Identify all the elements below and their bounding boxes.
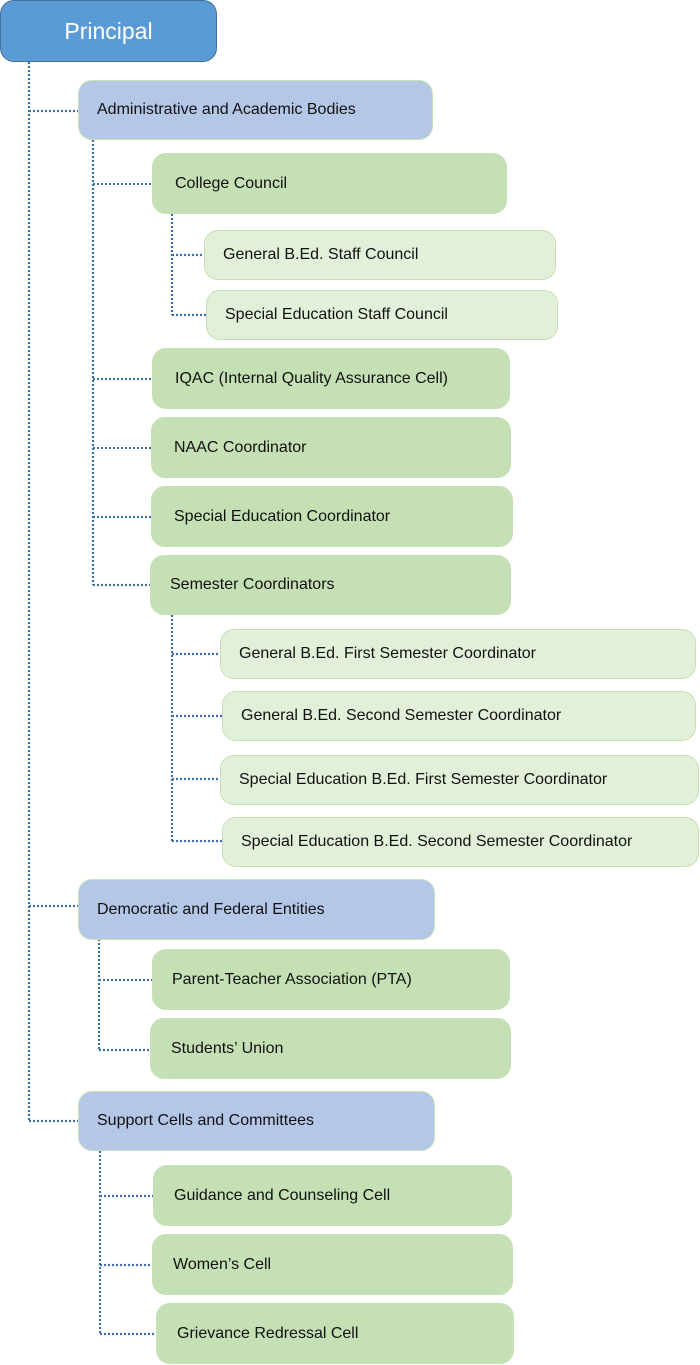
node-principal[interactable]: Principal <box>0 0 217 62</box>
node-label: Guidance and Counseling Cell <box>174 1186 391 1204</box>
node-special-education-staff-council[interactable]: Special Education Staff Council <box>206 290 558 340</box>
node-label: General B.Ed. First Semester Coordinator <box>239 645 537 662</box>
node-students-union[interactable]: Students’ Union <box>150 1018 511 1079</box>
node-label: Parent-Teacher Association (PTA) <box>172 970 412 988</box>
node-label: Support Cells and Committees <box>97 1112 314 1129</box>
node-special-ed-first-semester[interactable]: Special Education B.Ed. First Semester C… <box>220 755 699 805</box>
node-label: Democratic and Federal Entities <box>97 900 325 918</box>
node-naac-coordinator[interactable]: NAAC Coordinator <box>151 417 511 478</box>
node-grievance-redressal-cell[interactable]: Grievance Redressal Cell <box>156 1303 514 1364</box>
node-semester-coordinators[interactable]: Semester Coordinators <box>150 555 511 615</box>
node-label: Administrative and Academic Bodies <box>97 101 356 118</box>
node-college-council[interactable]: College Council <box>152 153 507 214</box>
node-label: College Council <box>175 174 288 192</box>
node-label: IQAC (Internal Quality Assurance Cell) <box>175 369 448 387</box>
node-womens-cell[interactable]: Women’s Cell <box>152 1234 513 1295</box>
node-general-bed-staff-council[interactable]: General B.Ed. Staff Council <box>204 230 556 280</box>
node-democratic-federal-entities[interactable]: Democratic and Federal Entities <box>78 879 435 940</box>
node-special-education-coordinator[interactable]: Special Education Coordinator <box>151 486 513 547</box>
node-general-bed-second-semester[interactable]: General B.Ed. Second Semester Coordinato… <box>222 691 696 741</box>
node-administrative-academic-bodies[interactable]: Administrative and Academic Bodies <box>78 80 433 140</box>
node-guidance-counseling-cell[interactable]: Guidance and Counseling Cell <box>153 1165 512 1226</box>
node-label: Special Education B.Ed. Second Semester … <box>241 833 633 850</box>
node-label: Special Education B.Ed. First Semester C… <box>239 771 608 788</box>
node-iqac[interactable]: IQAC (Internal Quality Assurance Cell) <box>152 348 510 409</box>
node-label: Special Education Coordinator <box>174 507 391 525</box>
node-label: General B.Ed. Staff Council <box>223 246 419 263</box>
node-label: NAAC Coordinator <box>174 438 307 456</box>
node-label: Women’s Cell <box>173 1255 272 1273</box>
node-general-bed-first-semester[interactable]: General B.Ed. First Semester Coordinator <box>220 629 696 679</box>
node-label: General B.Ed. Second Semester Coordinato… <box>241 707 562 724</box>
node-label: Principal <box>64 17 153 44</box>
node-label: Semester Coordinators <box>170 576 335 593</box>
node-label: Special Education Staff Council <box>225 306 448 323</box>
node-parent-teacher-association[interactable]: Parent-Teacher Association (PTA) <box>152 949 510 1010</box>
node-label: Grievance Redressal Cell <box>177 1324 359 1342</box>
node-label: Students’ Union <box>171 1039 284 1057</box>
node-special-ed-second-semester[interactable]: Special Education B.Ed. Second Semester … <box>222 817 699 867</box>
node-support-cells-committees[interactable]: Support Cells and Committees <box>78 1091 435 1151</box>
